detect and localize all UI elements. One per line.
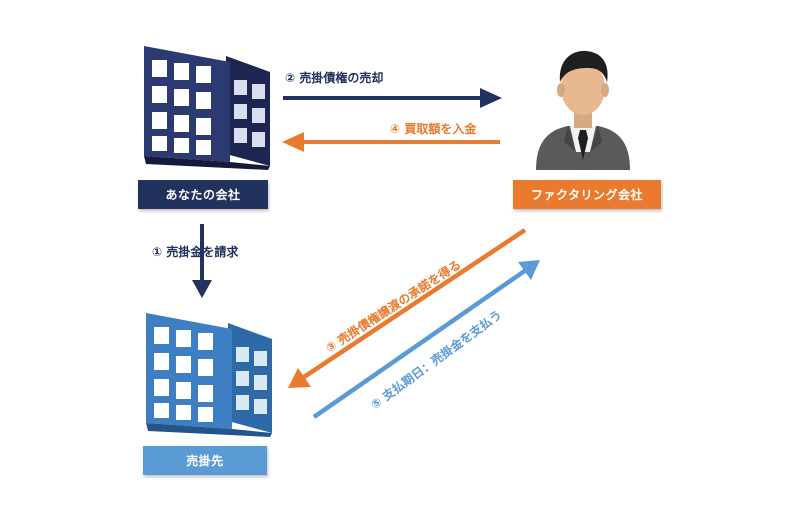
step4-label: ④ 買取額を入金 [390,122,477,136]
office-building-icon [146,313,272,437]
businessman-icon [536,50,630,170]
arrow-step5 [312,260,540,419]
arrow-step2 [283,88,502,108]
arrow-step1 [192,224,212,298]
factoring-company-label: ファクタリング会社 [513,180,661,209]
arrow-step4 [282,132,500,152]
debtor-label: 売掛先 [143,446,267,475]
office-building-icon [144,46,270,170]
step2-label: ② 売掛債権の売却 [285,71,384,85]
your-company-label: あなたの会社 [138,180,268,209]
step1-label: ① 売掛金を請求 [152,245,239,259]
arrow-step3 [288,228,527,388]
